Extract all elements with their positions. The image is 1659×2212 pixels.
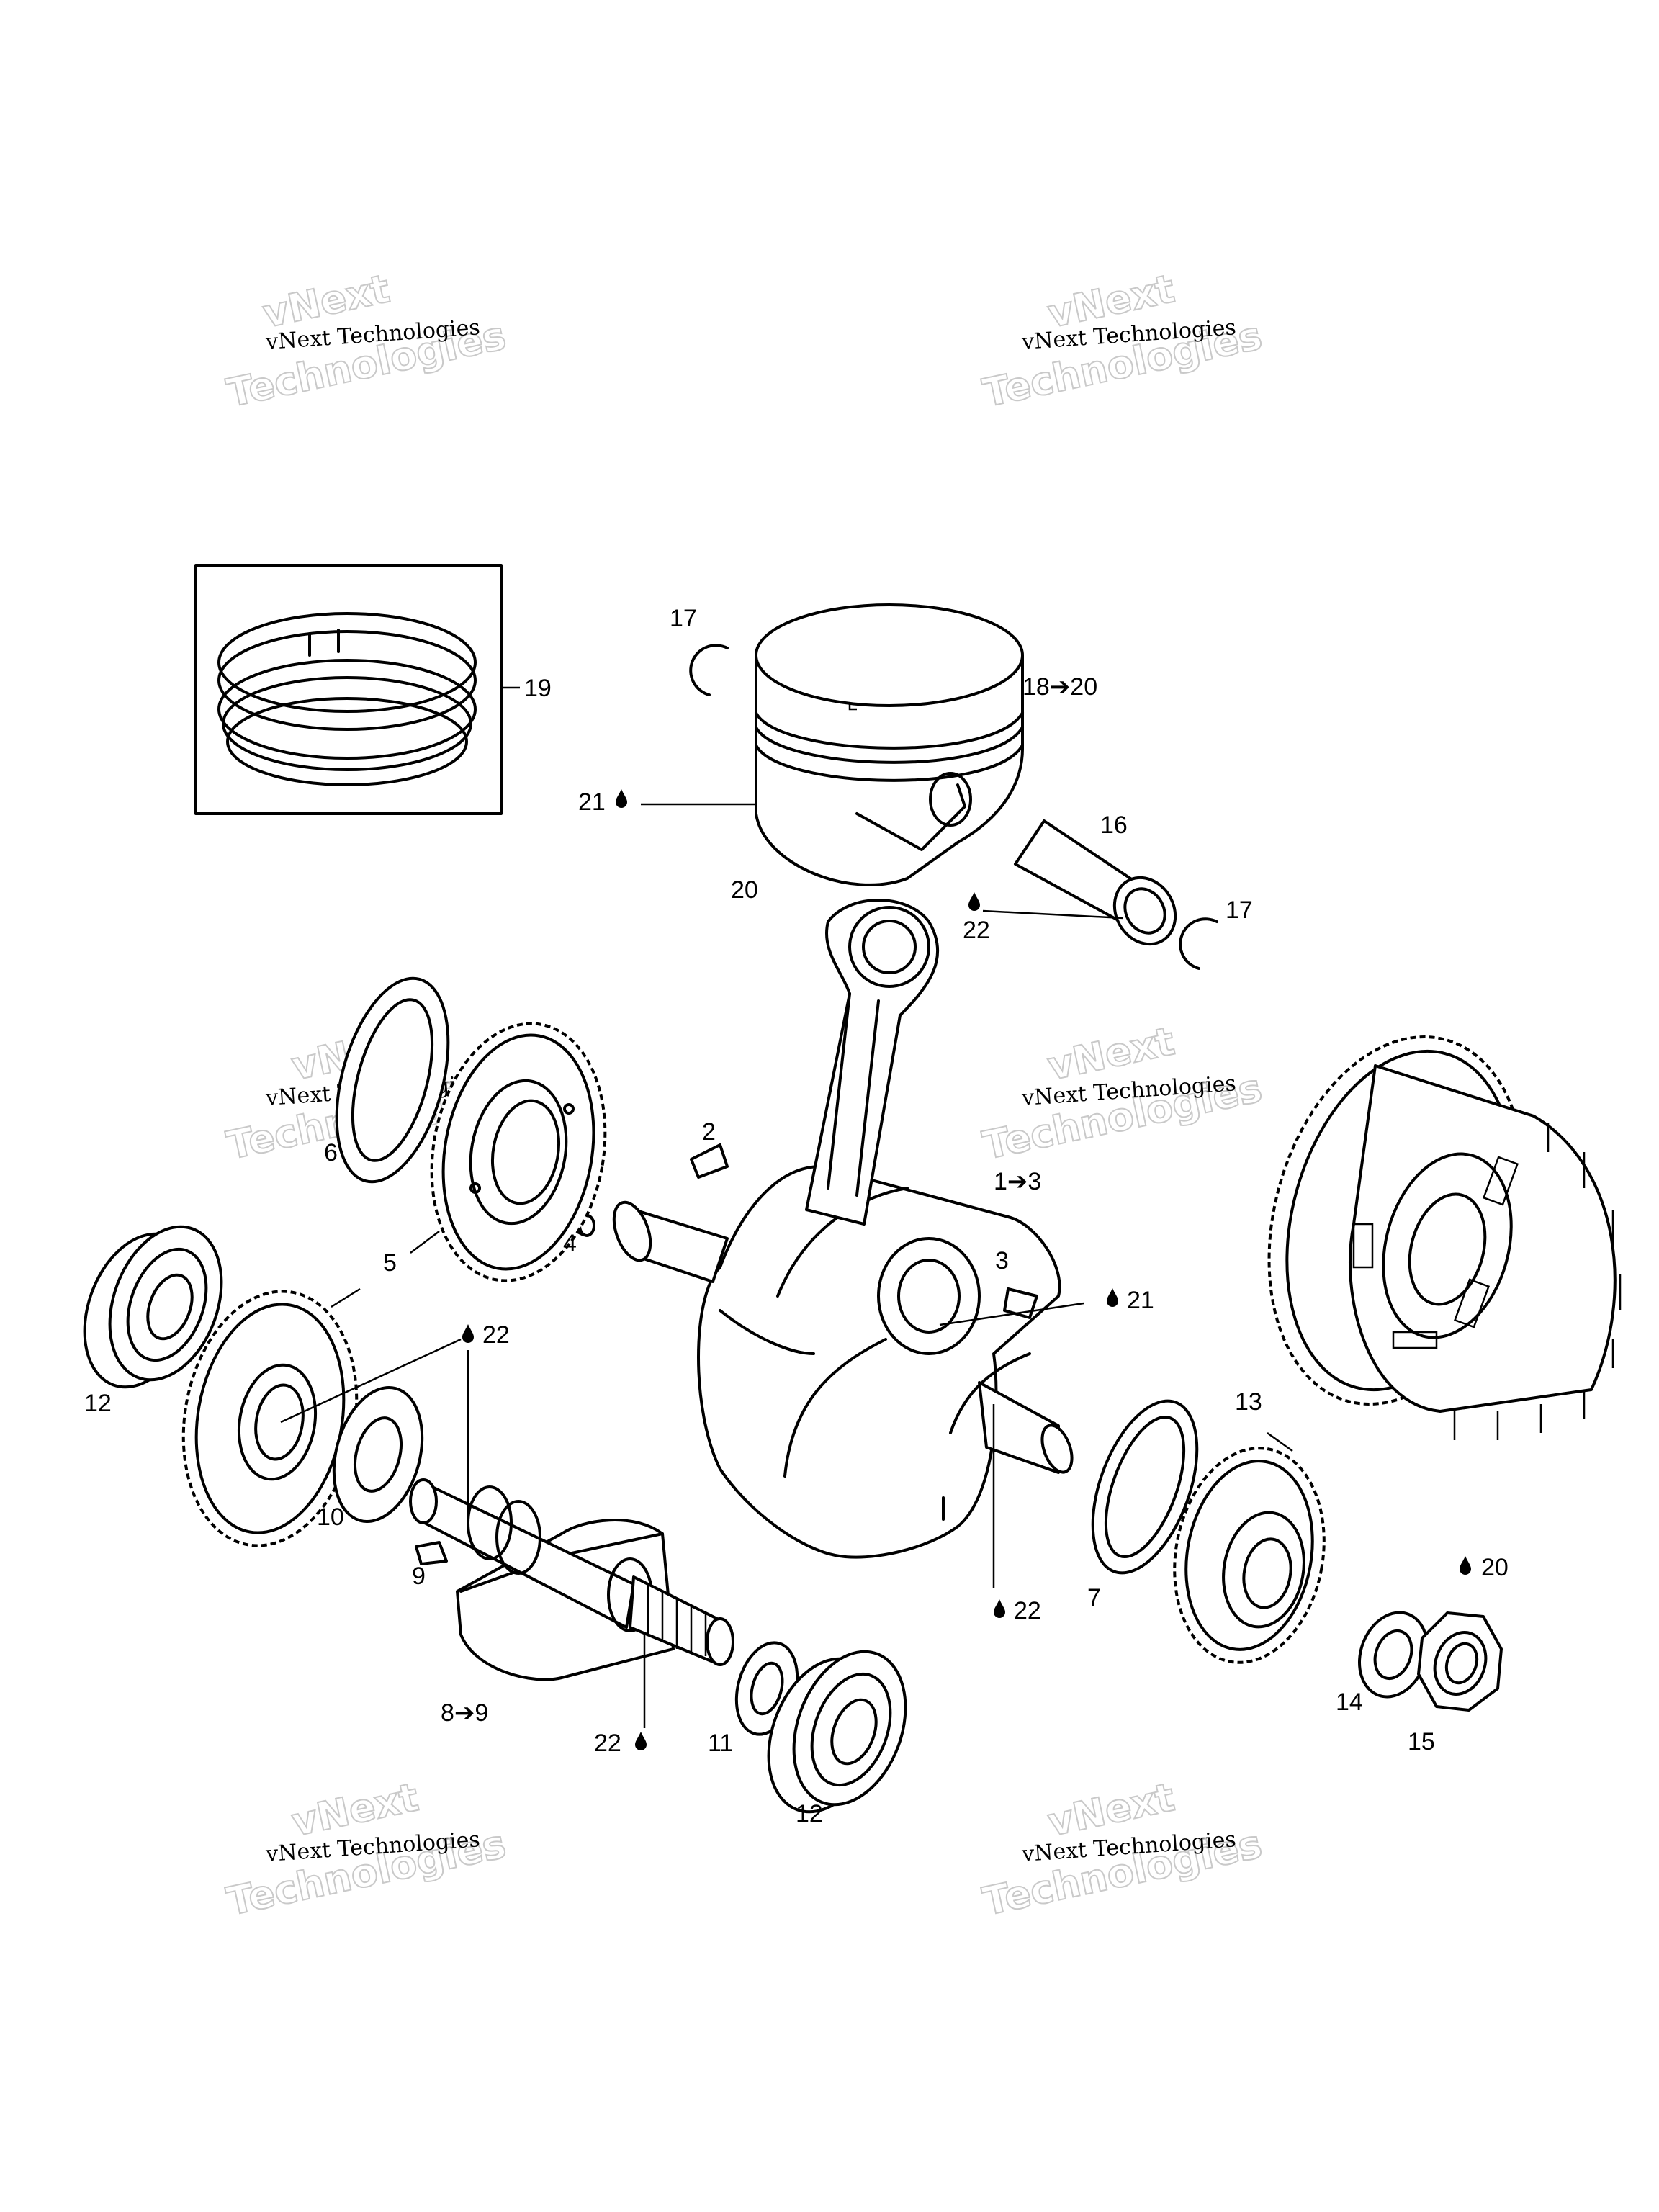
nut — [1417, 1611, 1503, 1712]
callout-22-pin: 22 — [963, 917, 990, 944]
callout-22-shaft: 22 — [594, 1730, 621, 1757]
balance-shaft — [409, 1478, 734, 1681]
callout-10: 10 — [317, 1503, 344, 1531]
callout-16: 16 — [1100, 811, 1128, 839]
woodruff-key — [690, 1143, 729, 1179]
gear-primary — [1173, 1447, 1326, 1664]
callout-2: 2 — [702, 1118, 716, 1146]
piston — [755, 603, 1024, 886]
oil-drop-icon — [1107, 1288, 1118, 1307]
ball-bearing-bottom — [767, 1650, 907, 1814]
oil-drop-icon — [968, 892, 980, 911]
leader-5 — [410, 1231, 440, 1254]
callout-7: 7 — [1087, 1584, 1101, 1611]
washer-7 — [1091, 1399, 1199, 1575]
oil-drop-icon — [616, 789, 627, 808]
circlip-top — [689, 644, 729, 696]
callout-11: 11 — [708, 1730, 733, 1757]
thrust-washer-6 — [335, 976, 450, 1184]
callout-8-9: 8➔9 — [441, 1699, 488, 1727]
oil-drop-icon — [994, 1599, 1005, 1618]
leader-21-crank — [939, 1302, 1084, 1326]
callout-20-nut: 20 — [1481, 1554, 1509, 1581]
gear-5-upper — [430, 1022, 607, 1282]
callout-15: 15 — [1408, 1728, 1435, 1755]
circlip-right — [1179, 917, 1218, 970]
callout-6: 6 — [324, 1139, 338, 1166]
callout-19: 19 — [524, 675, 552, 702]
callout-5: 5 — [383, 1249, 397, 1277]
callout-9: 9 — [412, 1563, 426, 1590]
callout-17-top: 17 — [670, 605, 697, 632]
leader-22-gear — [280, 1338, 462, 1424]
piston-ring-set — [194, 564, 503, 815]
callout-22-gear: 22 — [482, 1321, 510, 1349]
callout-labels: 17 18➔20 19 21 20 16 22 17 2 6 1➔3 4 5 3… — [84, 605, 1509, 1827]
callout-3: 3 — [995, 1247, 1009, 1274]
callout-18-20: 18➔20 — [1022, 673, 1097, 701]
callout-21-piston: 21 — [578, 788, 606, 816]
callout-17-right: 17 — [1226, 896, 1253, 924]
callout-14: 14 — [1336, 1689, 1363, 1716]
washer-10 — [332, 1386, 424, 1523]
watermark-top-right: vNext Technologies vNext Technologies — [979, 265, 1267, 417]
callout-1-3: 1➔3 — [994, 1168, 1041, 1195]
clutch-housing — [1267, 1035, 1622, 1440]
piston-pin — [1014, 819, 1177, 946]
leader-22-pin — [982, 909, 1124, 920]
oil-drop-icon — [462, 1324, 474, 1343]
callout-21-crank: 21 — [1127, 1287, 1154, 1314]
callout-4: 4 — [563, 1230, 577, 1257]
crankshaft-assembly — [612, 899, 1074, 1559]
watermark-top-left: vNext Technologies vNext Technologies — [222, 265, 511, 417]
callout-22-crank: 22 — [1014, 1597, 1041, 1624]
leader-5b — [331, 1287, 361, 1308]
leader-13 — [1267, 1431, 1293, 1452]
callout-12-bottom: 12 — [796, 1800, 823, 1827]
watermark-middle-right: vNext Technologies vNext Technologies — [979, 1017, 1267, 1169]
watermark-bottom-right: vNext Technologies vNext Technologies — [979, 1773, 1267, 1925]
watermark-bottom-left: vNext Technologies vNext Technologies — [222, 1773, 511, 1925]
oil-drop-icon — [635, 1732, 647, 1750]
oil-drop-icon — [1460, 1556, 1471, 1575]
key-9 — [415, 1541, 448, 1565]
callout-20-piston: 20 — [731, 876, 758, 904]
callout-13: 13 — [1235, 1388, 1262, 1416]
callout-12-left: 12 — [84, 1390, 112, 1417]
ball-bearing-left — [83, 1225, 223, 1389]
